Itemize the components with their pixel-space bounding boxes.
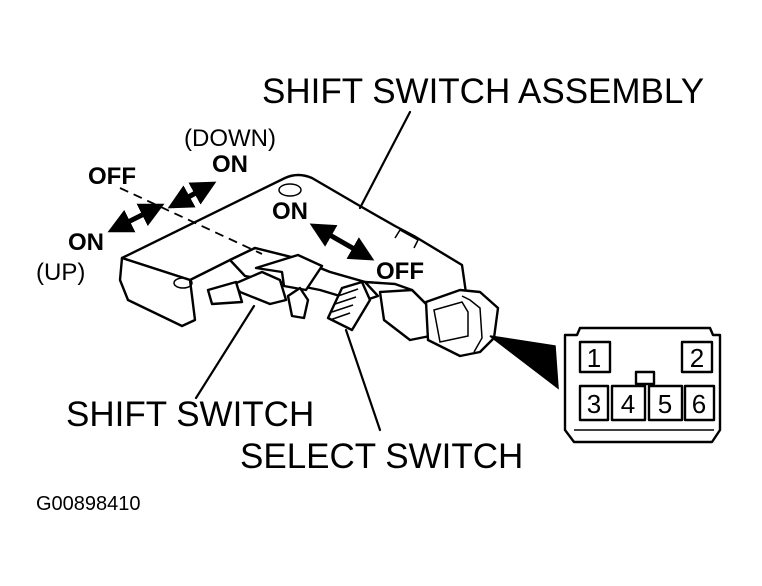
shift-switch-label: SHIFT SWITCH [66, 395, 314, 434]
up-direction-label: (UP) [36, 259, 85, 286]
pin-2-label: 2 [690, 343, 704, 373]
shift-switch-leader-line [194, 304, 256, 400]
pin-1-label: 1 [587, 343, 601, 373]
pin-4-label: 4 [621, 389, 635, 419]
figure-code: G00898410 [36, 493, 141, 515]
select-on-label: ON [272, 198, 308, 225]
pin-5-label: 5 [658, 389, 672, 419]
connector-face-view [563, 326, 722, 444]
shift-off-label: OFF [88, 163, 136, 190]
shift-up-arrow [107, 203, 165, 233]
pin-3-label: 3 [587, 389, 601, 419]
select-off-label: OFF [376, 258, 424, 285]
select-switch-label: SELECT SWITCH [240, 437, 523, 476]
assembly-label: SHIFT SWITCH ASSEMBLY [262, 72, 704, 111]
shift-switch-lever [206, 253, 324, 320]
pin-6-label: 6 [692, 389, 706, 419]
connector-plug [424, 288, 500, 358]
assembly-leader-line [358, 110, 412, 210]
select-switch-arrow [309, 223, 375, 261]
connector-pin-labels: 1 2 3 4 5 6 [587, 343, 706, 419]
down-direction-label: (DOWN) [184, 125, 276, 152]
connector-callout-pointer [489, 335, 559, 390]
select-switch-lever [326, 280, 372, 332]
shift-down-arrow [167, 181, 217, 209]
select-switch-leader-line [344, 328, 382, 432]
shift-up-on-label: ON [68, 229, 104, 256]
shift-down-on-label: ON [212, 151, 248, 178]
